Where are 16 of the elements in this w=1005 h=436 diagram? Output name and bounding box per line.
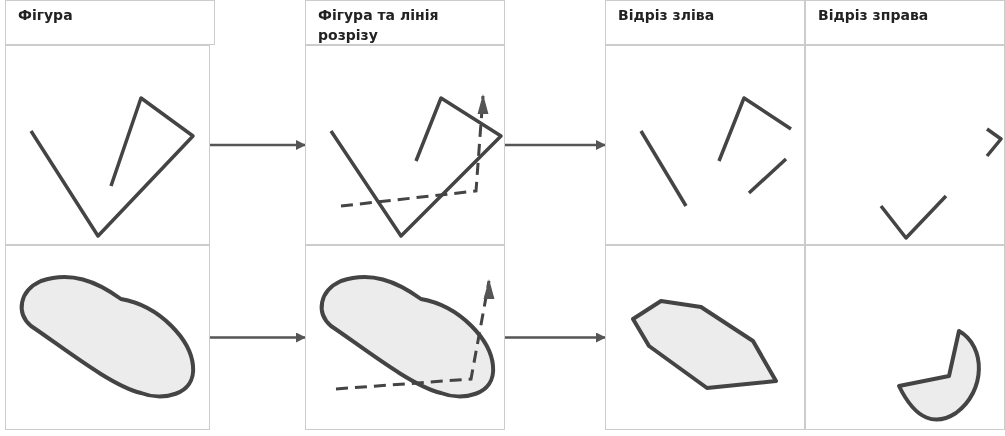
table-cell [5,245,210,430]
table-cell [305,245,505,430]
table-cell [605,245,805,430]
arrow [505,140,606,150]
table-cell [305,45,505,245]
arrow [505,332,606,343]
column-header: Відріз зліва [618,6,716,25]
table-cell [805,245,1005,430]
column-header: Фігура [18,6,74,25]
column-header: Відріз зправа [818,6,930,25]
arrow [210,140,306,150]
arrow [210,332,306,343]
table-cell [605,45,805,245]
table-cell [5,45,210,245]
column-header: Фігура та лінія розрізу [318,6,440,45]
table-cell [805,45,1005,245]
